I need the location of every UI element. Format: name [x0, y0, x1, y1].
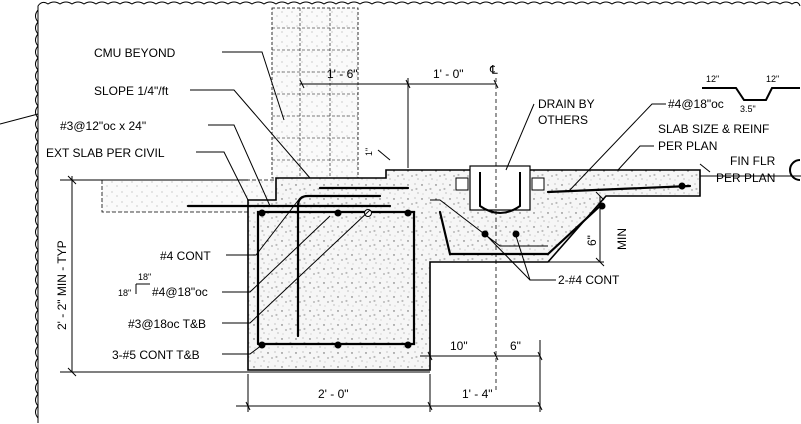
dimension-2ft-0in: 2' - 0" [318, 387, 349, 401]
min-6-dimension [548, 191, 605, 267]
label-ext-slab: EXT SLAB PER CIVIL [46, 146, 165, 160]
cmu-wall-beyond [271, 7, 359, 179]
revision-cloud-border [37, 1, 801, 423]
label-cont-4: #4 CONT [160, 249, 211, 263]
dimension-1ft-6in: 1' - 6" [327, 67, 358, 81]
slab-key-detail [702, 87, 800, 101]
label-slab-size-line2: PER PLAN [658, 139, 717, 153]
label-cont-2-4: 2-#4 CONT [558, 273, 620, 287]
bend-symbol [135, 283, 150, 294]
label-drain-line2: OTHERS [538, 113, 588, 127]
slab-key-right: 12" [766, 74, 779, 84]
reinforcing-bars [186, 182, 692, 349]
label-cont-5: 3-#5 CONT T&B [112, 348, 200, 362]
min-6-value: 6" [585, 235, 599, 246]
left-vertical-dimension [60, 175, 430, 377]
label-bend-18-top: 18" [138, 272, 151, 282]
trench-inner-line [430, 199, 548, 247]
recess-dimension-line [377, 149, 391, 161]
slab-key-depth: 3.5" [740, 104, 756, 114]
label-fin-flr-line2: PER PLAN [716, 171, 775, 185]
label-cmu-beyond: CMU BEYOND [94, 46, 176, 60]
trench-drain [455, 165, 545, 214]
cloud-leader [0, 113, 39, 125]
fin-floor-marker-icon [789, 159, 801, 181]
label-rebar-3-18: #3@18oc T&B [128, 317, 206, 331]
dimension-6in: 6" [510, 339, 521, 353]
min-word: MIN [615, 228, 629, 250]
label-rebar-4-18-top: #4@18"oc [668, 97, 724, 111]
dimension-10in: 10" [450, 339, 468, 353]
label-slab-size-line1: SLAB SIZE & REINF [658, 122, 769, 136]
dimension-1ft-0in: 1' - 0" [433, 67, 464, 81]
label-fin-flr-line1: FIN FLR [730, 154, 776, 168]
cmu-joints [272, 8, 358, 178]
label-slope: SLOPE 1/4"/ft [94, 84, 169, 98]
slab-key-left: 12" [706, 74, 719, 84]
bottom-dimension-lines [236, 340, 543, 412]
min-height-label: 2' - 2" MIN - TYP [55, 240, 69, 330]
label-drain-line1: DRAIN BY [538, 97, 595, 111]
label-bend-18-side: 18" [118, 288, 131, 298]
leader-lines [190, 51, 711, 355]
label-rebar-3-12: #3@12"oc x 24" [60, 119, 146, 133]
revision-cloud-left-scallops [35, 9, 39, 419]
centerline-symbol: ℄ [489, 63, 498, 77]
dimension-1ft-4in: 1' - 4" [462, 387, 493, 401]
label-rebar-4-18-left: #4@18"oc [152, 285, 208, 299]
recess-depth-label: 1" [364, 148, 374, 156]
top-dimension-lines [299, 78, 499, 168]
